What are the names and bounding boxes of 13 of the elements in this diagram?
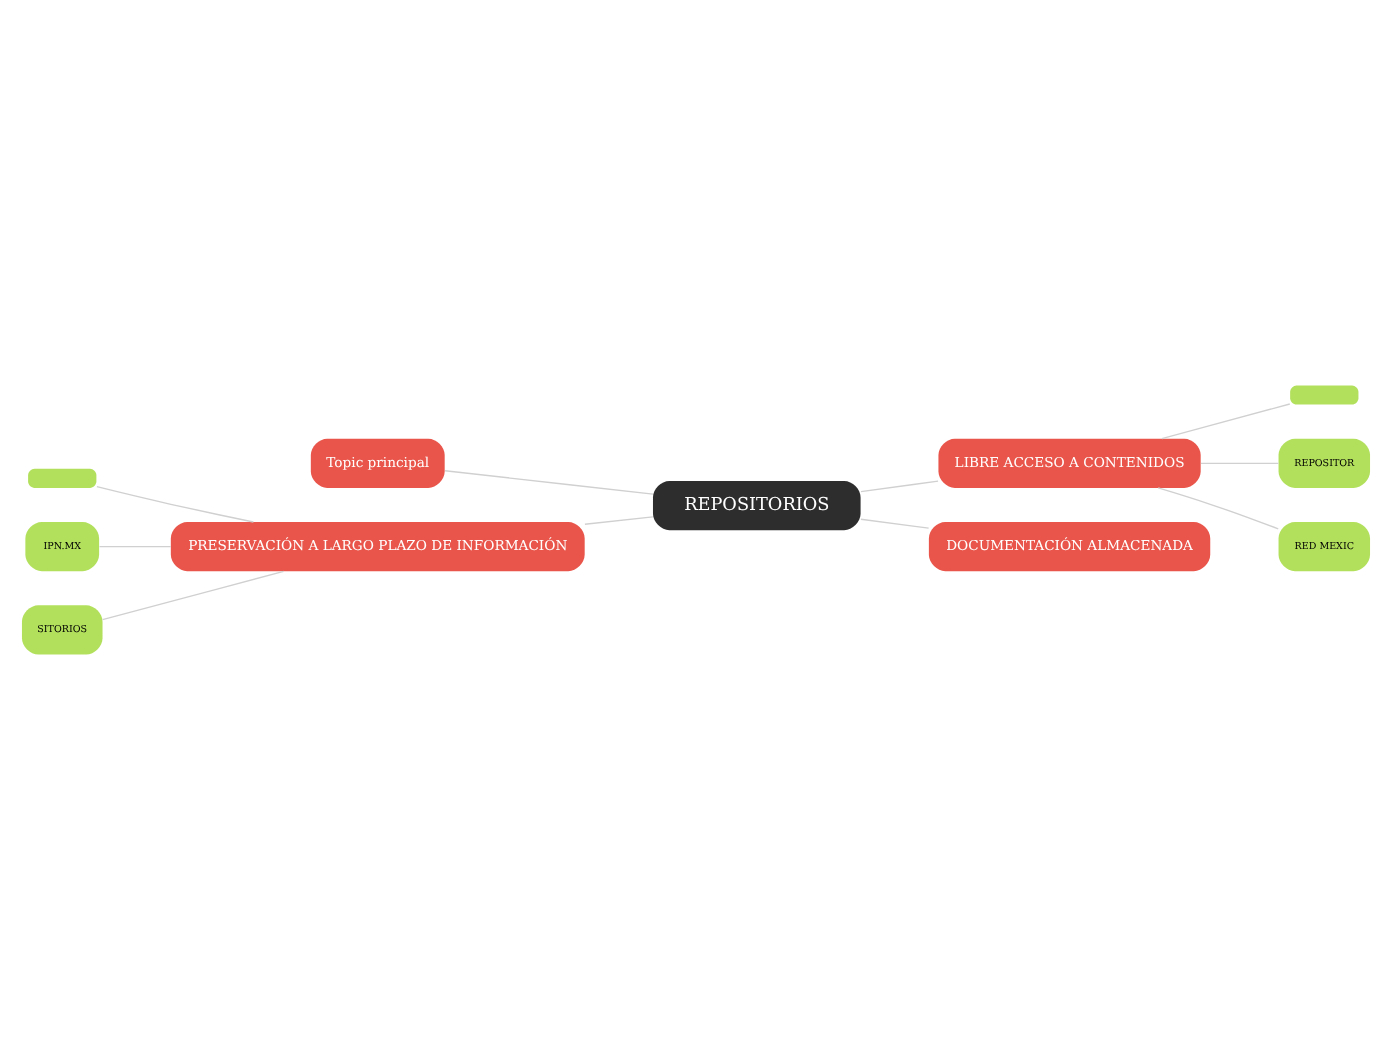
connector (98, 545, 172, 548)
node-box (28, 468, 97, 488)
connector (1161, 403, 1291, 440)
connector (101, 570, 285, 621)
connector (1200, 462, 1280, 464)
connector (1157, 487, 1279, 530)
node-box (1290, 385, 1359, 405)
connector (96, 486, 255, 523)
connector (584, 516, 654, 525)
connector (444, 470, 654, 495)
node-box: REPOSITORIOS (653, 481, 861, 531)
connector (860, 518, 930, 529)
connector (860, 480, 939, 493)
